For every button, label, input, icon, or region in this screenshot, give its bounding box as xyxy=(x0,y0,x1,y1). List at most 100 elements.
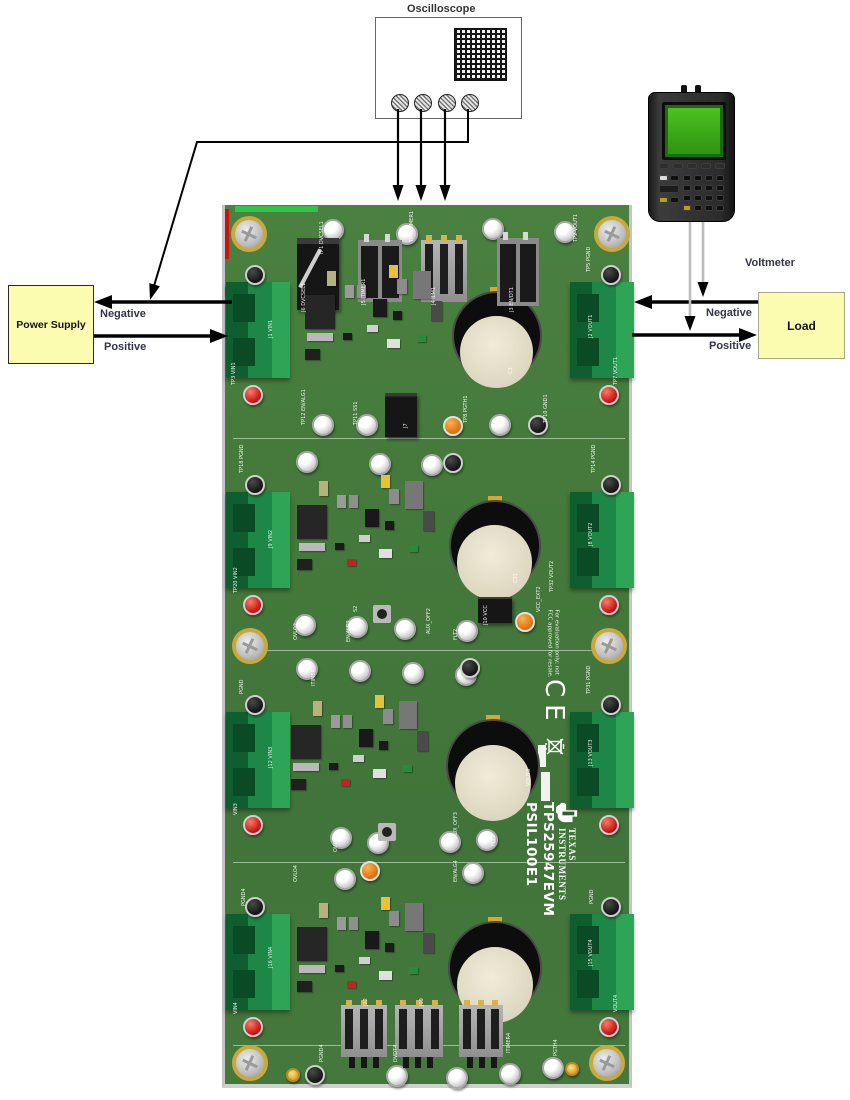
push-button-cap xyxy=(377,609,387,619)
voltmeter-key xyxy=(705,195,713,201)
test-point-black xyxy=(245,897,265,917)
header-pin xyxy=(345,1009,353,1049)
capacitor-top xyxy=(454,744,531,821)
smd-component xyxy=(389,489,399,504)
header-pin xyxy=(440,244,448,294)
mounting-screw xyxy=(591,628,627,664)
channel-divider xyxy=(233,438,625,439)
header-pin xyxy=(431,1009,439,1049)
terminal-slot xyxy=(577,294,599,322)
oscilloscope-probe-connector-2 xyxy=(414,94,432,112)
test-point-red xyxy=(599,595,619,615)
header-pin-lower xyxy=(349,1057,355,1068)
smd-component xyxy=(357,285,366,298)
smd-component xyxy=(405,903,423,931)
voltmeter-key xyxy=(683,185,691,191)
test-point-red xyxy=(599,1017,619,1037)
silkscreen-label: S2 xyxy=(353,605,359,612)
terminal-slot xyxy=(233,504,255,532)
silkscreen-label: TP10 GND1 xyxy=(543,394,549,423)
silkscreen-label: TP20 VIN2 xyxy=(233,567,239,593)
terminal-block-vin3 xyxy=(226,712,290,808)
header-pin xyxy=(477,1009,485,1049)
header-pin xyxy=(360,1009,368,1049)
silkscreen-label: ITIMER3 xyxy=(311,665,317,686)
test-point-black xyxy=(528,415,548,435)
evm-board: TEXAS INSTRUMENTS TPS25947EVM PSIL100E1 … xyxy=(222,205,634,1089)
header-pin-lower xyxy=(427,1057,433,1068)
silkscreen-label: TP1 DVCSEL1 xyxy=(319,221,325,255)
voltmeter-terminal-1 xyxy=(681,85,687,94)
silkscreen-bar xyxy=(541,772,550,801)
silkscreen-label: TP2 VOUT1 xyxy=(573,213,579,242)
test-point xyxy=(476,829,498,851)
test-point xyxy=(446,1067,468,1089)
header-pin-lower xyxy=(467,1057,473,1068)
silkscreen-label: EN/ALG2 xyxy=(346,620,352,642)
smd-component xyxy=(359,535,370,542)
silkscreen-label: J8 VOUT2 xyxy=(588,522,594,546)
oscilloscope-probe-connector-4 xyxy=(461,94,479,112)
header-3pin xyxy=(395,1000,443,1057)
test-point-red xyxy=(243,595,263,615)
terminal-block-vin4 xyxy=(226,914,290,1010)
channel-divider xyxy=(233,862,625,863)
capacitor-pad xyxy=(488,496,502,503)
silkscreen-label: C31 xyxy=(513,573,519,583)
smd-component xyxy=(291,779,306,790)
smd-component xyxy=(399,701,417,729)
voltmeter-device xyxy=(648,85,735,222)
header-pin-tip xyxy=(400,1000,406,1006)
silkscreen-label: TP8 PGTH1 xyxy=(463,395,469,423)
capacitor-pad xyxy=(486,715,500,722)
silkscreen-label: J5 ITIMER1 xyxy=(361,278,367,305)
push-button-cap xyxy=(382,827,392,837)
terminal-slot xyxy=(233,548,255,576)
jumper-pair-block xyxy=(497,232,539,306)
header-pin xyxy=(415,1009,423,1049)
brand-line2: INSTRUMENTS xyxy=(557,828,567,901)
silkscreen-label: TP3 VIN1 xyxy=(231,362,237,385)
voltmeter-key xyxy=(715,163,725,169)
smd-component xyxy=(297,505,327,539)
jumper-shunt xyxy=(520,244,536,302)
test-point xyxy=(462,862,484,884)
voltmeter-key xyxy=(673,163,683,169)
smd-component xyxy=(359,957,370,964)
gold-pad xyxy=(565,1062,579,1076)
smd-component xyxy=(297,559,312,570)
test-point-black xyxy=(601,265,621,285)
board-id: PSIL100E1 xyxy=(523,802,540,887)
header-pin xyxy=(399,1009,407,1049)
test-point xyxy=(294,614,316,636)
silkscreen-label: VOUT4 xyxy=(613,994,619,1012)
silkscreen-label: J9 VIN2 xyxy=(268,529,274,548)
voltmeter-keypad xyxy=(657,163,726,215)
test-point xyxy=(330,827,352,849)
voltmeter-key xyxy=(705,185,713,191)
smd-component xyxy=(329,763,338,770)
terminal-slot xyxy=(577,338,599,366)
smd-component xyxy=(417,335,426,342)
push-button xyxy=(378,823,396,841)
test-point xyxy=(369,453,391,475)
test-point-black xyxy=(601,475,621,495)
silkscreen-label: J4 ILM1 xyxy=(431,286,437,305)
smd-component xyxy=(409,545,418,552)
terminal-slot xyxy=(577,548,599,576)
smd-component xyxy=(381,475,390,488)
header-pin-lower xyxy=(479,1057,485,1068)
terminal-slot xyxy=(233,970,255,998)
terminal-block-vout1 xyxy=(570,282,634,378)
channel-divider xyxy=(233,650,625,651)
smd-component xyxy=(349,917,358,930)
smd-component xyxy=(335,965,344,972)
silkscreen-label: VIN3 xyxy=(233,803,239,815)
test-point xyxy=(554,221,576,243)
voltmeter-key xyxy=(670,175,679,181)
terminal-slot xyxy=(577,970,599,998)
smd-component xyxy=(305,349,320,360)
smd-component xyxy=(383,709,393,724)
terminal-slot xyxy=(233,768,255,796)
voltmeter-key xyxy=(683,195,691,201)
